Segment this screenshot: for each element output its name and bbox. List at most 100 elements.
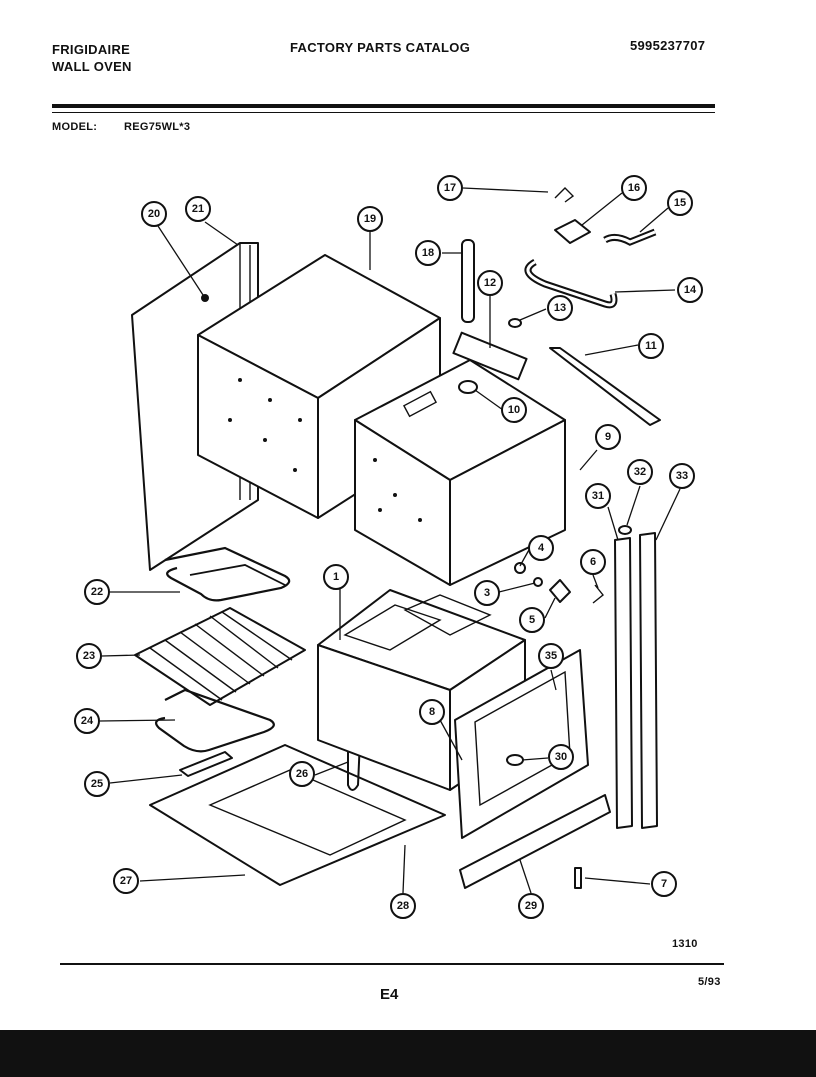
part-4 [514, 562, 526, 574]
model-label: MODEL: [52, 121, 98, 133]
brand-name: FRIGIDAIRE [52, 42, 131, 57]
page-code: E4 [380, 986, 399, 1003]
svg-text:12: 12 [484, 277, 496, 289]
callout-20: 20 [141, 201, 167, 227]
bottom-tray [149, 744, 446, 886]
callout-18: 18 [415, 240, 441, 266]
svg-text:5: 5 [529, 614, 535, 626]
svg-text:13: 13 [554, 302, 566, 314]
catalog-number: 5995237707 [630, 38, 706, 53]
svg-text:25: 25 [91, 778, 103, 790]
callout-28: 28 [390, 893, 416, 919]
broil-element [164, 546, 291, 602]
callout-33: 33 [669, 463, 695, 489]
callout-32: 32 [627, 459, 653, 485]
svg-text:15: 15 [674, 197, 686, 209]
svg-text:31: 31 [592, 490, 604, 502]
mounting-bracket [549, 347, 661, 426]
callout-26: 26 [289, 761, 315, 787]
catalog-title: FACTORY PARTS CATALOG [290, 40, 471, 55]
svg-text:24: 24 [81, 715, 94, 727]
svg-text:14: 14 [684, 284, 697, 296]
callout-21: 21 [185, 196, 211, 222]
callout-31: 31 [585, 483, 611, 509]
svg-text:30: 30 [555, 751, 567, 763]
callout-29: 29 [518, 893, 544, 919]
callout-8: 8 [419, 699, 445, 725]
vent-tube [461, 239, 475, 323]
svg-text:17: 17 [444, 182, 456, 194]
callout-12: 12 [477, 270, 503, 296]
callout-9: 9 [595, 424, 621, 450]
trim-strip-33 [639, 532, 658, 829]
svg-text:28: 28 [397, 900, 409, 912]
oven-rack [134, 607, 306, 706]
vent-duct [452, 331, 528, 381]
svg-text:1: 1 [333, 571, 339, 583]
svg-text:23: 23 [83, 650, 95, 662]
leader-lines [99, 187, 681, 894]
svg-text:19: 19 [364, 213, 376, 225]
callout-25: 25 [84, 771, 110, 797]
part-6 [592, 584, 604, 604]
callout-4: 4 [528, 535, 554, 561]
thermostat-switch [458, 380, 478, 394]
drawing-number: 1310 [672, 938, 698, 950]
svg-text:35: 35 [545, 650, 557, 662]
svg-text:29: 29 [525, 900, 537, 912]
header-rule-thick [52, 104, 715, 108]
exploded-parts-diagram: 1 3 4 5 6 7 8 9 10 11 12 13 14 15 16 17 … [74, 175, 703, 919]
callout-13: 13 [547, 295, 573, 321]
trim-strip-31 [614, 537, 633, 829]
svg-text:16: 16 [628, 182, 640, 194]
part-3 [533, 577, 543, 587]
callout-17: 17 [437, 175, 463, 201]
svg-text:18: 18 [422, 247, 434, 259]
callout-14: 14 [677, 277, 703, 303]
callout-11: 11 [638, 333, 664, 359]
scan-edge-band [0, 1030, 816, 1077]
svg-text:27: 27 [120, 875, 132, 887]
callout-22: 22 [84, 579, 110, 605]
callout-7: 7 [651, 871, 677, 897]
callout-10: 10 [501, 397, 527, 423]
svg-text:8: 8 [429, 706, 435, 718]
callout-27: 27 [113, 868, 139, 894]
callout-15: 15 [667, 190, 693, 216]
footer-rule [60, 963, 724, 965]
screw-7 [574, 867, 582, 889]
callout-5: 5 [519, 607, 545, 633]
part-32 [618, 525, 632, 535]
svg-text:11: 11 [645, 340, 657, 352]
svg-text:32: 32 [634, 466, 646, 478]
svg-text:21: 21 [192, 203, 204, 215]
svg-text:4: 4 [538, 542, 545, 554]
hinge-30 [506, 754, 524, 766]
bracket-25 [179, 751, 233, 777]
terminal-block [554, 219, 591, 244]
svg-text:33: 33 [676, 470, 688, 482]
product-name: WALL OVEN [52, 59, 132, 74]
svg-text:6: 6 [590, 556, 596, 568]
callout-35: 35 [538, 643, 564, 669]
svg-text:26: 26 [296, 768, 308, 780]
callout-16: 16 [621, 175, 647, 201]
revision-date: 5/93 [698, 976, 721, 988]
callout-6: 6 [580, 549, 606, 575]
callout-19: 19 [357, 206, 383, 232]
clip-17 [554, 187, 575, 203]
svg-text:22: 22 [91, 586, 103, 598]
header-rule-thin [52, 112, 715, 113]
screw-13 [508, 318, 522, 328]
callout-24: 24 [74, 708, 100, 734]
bake-element [155, 688, 275, 753]
callout-1: 1 [323, 564, 349, 590]
callout-23: 23 [76, 643, 102, 669]
svg-text:10: 10 [508, 404, 520, 416]
part-5 [549, 579, 571, 603]
svg-text:7: 7 [661, 878, 667, 890]
svg-text:20: 20 [148, 208, 160, 220]
control-panel-strip [459, 794, 611, 889]
svg-text:9: 9 [605, 431, 611, 443]
callout-3: 3 [474, 580, 500, 606]
